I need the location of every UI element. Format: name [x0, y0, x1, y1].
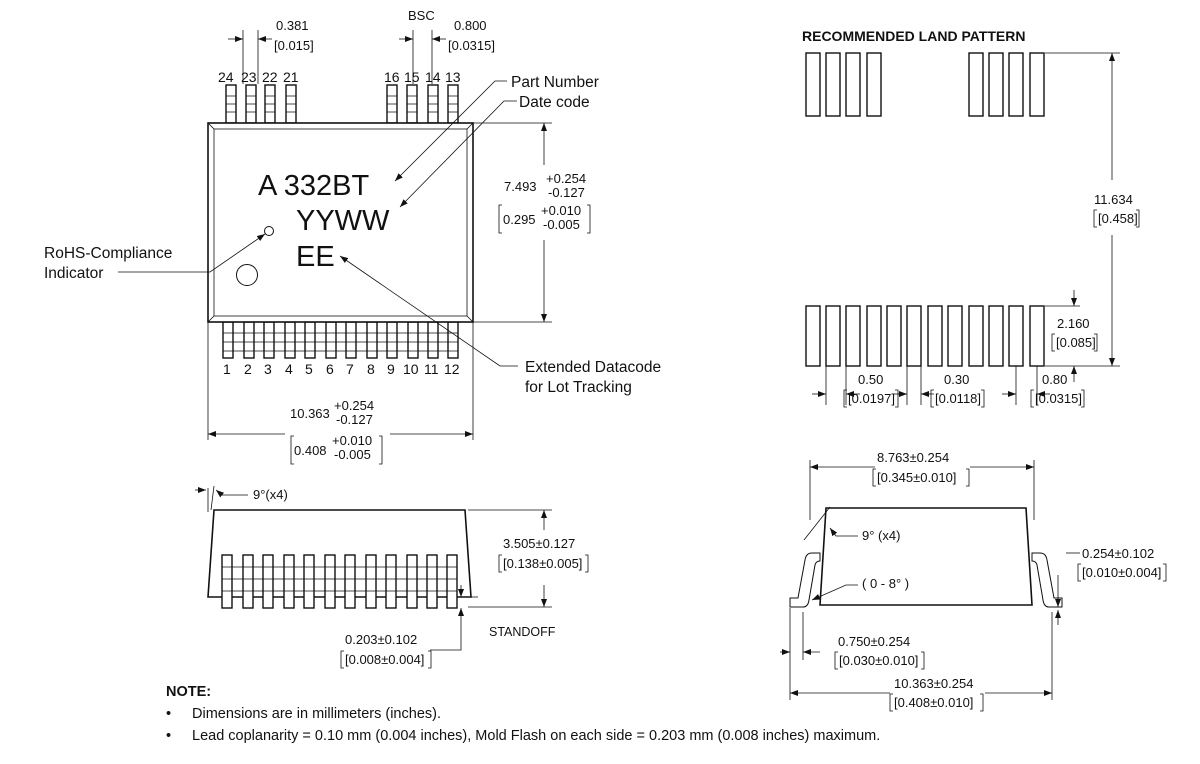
body-height-in-plus: +0.010 — [541, 203, 581, 218]
pin-label: 9 — [387, 361, 395, 377]
pin-label: 23 — [241, 69, 257, 85]
package-body-top — [207, 122, 474, 323]
land-span-mm: 11.634 — [1094, 192, 1133, 207]
land-pitch-mm: 0.80 — [1042, 372, 1067, 387]
land-pad-length-in: [0.085] — [1056, 335, 1096, 350]
package-body-end — [819, 507, 1033, 606]
land-pads-top — [805, 52, 1045, 117]
callout-part-number: Part Number — [511, 74, 599, 91]
body-height-mm: 7.493 — [504, 179, 537, 194]
body-width-mm-minus: -0.127 — [336, 412, 373, 427]
side-height-in: [0.138±0.005] — [503, 556, 582, 571]
land-pads-bottom — [805, 305, 1045, 367]
body-height-mm-plus: +0.254 — [546, 171, 586, 186]
lead-width-in: [0.015] — [274, 38, 314, 53]
lead-width-mm: 0.381 — [276, 18, 309, 33]
land-pad-width-in: [0.0118] — [935, 391, 981, 406]
standoff-mm: 0.203±0.102 — [345, 632, 417, 647]
body-height-mm-minus: -0.127 — [548, 185, 585, 200]
land-pad-length-mm: 2.160 — [1057, 316, 1090, 331]
pin-label: 16 — [384, 69, 400, 85]
marking-line2: YYWW — [296, 205, 390, 237]
body-height-in-minus: -0.005 — [543, 217, 580, 232]
marking-line3: EE — [296, 241, 335, 273]
foot-len-in: [0.030±0.010] — [839, 653, 918, 668]
pin-label: 5 — [305, 361, 313, 377]
notes-list: Dimensions are in millimeters (inches). … — [166, 706, 880, 744]
land-gap-mm: 0.50 — [858, 372, 883, 387]
standoff-in: [0.008±0.004] — [345, 652, 424, 667]
pin-label: 7 — [346, 361, 354, 377]
body-width-in-minus: -0.005 — [334, 447, 371, 462]
pin-label: 15 — [404, 69, 420, 85]
pin-label: 8 — [367, 361, 375, 377]
pin-label: 14 — [425, 69, 441, 85]
pin-label: 22 — [262, 69, 278, 85]
top-leads-lower — [222, 321, 459, 359]
pin1-marker — [236, 264, 258, 286]
pin-label: 10 — [403, 361, 419, 377]
end-view: 8.763±0.254 [0.345±0.010] 9° (x4) ( 0 - … — [780, 450, 1167, 712]
lead-thick-mm: 0.254±0.102 — [1082, 546, 1154, 561]
end-angle: 9° (x4) — [862, 528, 900, 543]
pin-label: 12 — [444, 361, 460, 377]
pin-label: 1 — [223, 361, 231, 377]
bsc-label: BSC — [408, 8, 435, 23]
pin-label: 2 — [244, 361, 252, 377]
package-body-side — [207, 509, 472, 598]
foot-angle: ( 0 - 8° ) — [862, 576, 909, 591]
callout-date-code: Date code — [519, 94, 590, 111]
body-height-in: 0.295 — [503, 212, 536, 227]
end-overall-mm: 10.363±0.254 — [894, 676, 973, 691]
note-item: Lead coplanarity = 0.10 mm (0.004 inches… — [166, 728, 880, 744]
top-view: A 332BT YYWW EE 24 23 22 21 16 15 14 13 … — [44, 8, 661, 465]
pin-label: 3 — [264, 361, 272, 377]
pitch-mm: 0.800 — [454, 18, 487, 33]
callout-extended-line2: for Lot Tracking — [525, 379, 632, 396]
land-pad-width-mm: 0.30 — [944, 372, 969, 387]
callout-rohs-line2: Indicator — [44, 265, 103, 282]
land-pattern: RECOMMENDED LAND PATTERN — [802, 28, 1140, 408]
side-angle: 9°(x4) — [253, 487, 288, 502]
callout-extended-line1: Extended Datacode — [525, 359, 661, 376]
note-item: Dimensions are in millimeters (inches). — [166, 706, 880, 722]
notes-title: NOTE: — [166, 684, 212, 700]
body-width-in: 0.408 — [294, 443, 327, 458]
lead-thick-in: [0.010±0.004] — [1082, 565, 1161, 580]
end-body-width-mm: 8.763±0.254 — [877, 450, 949, 465]
callout-rohs-line1: RoHS-Compliance — [44, 245, 172, 262]
pin-label: 11 — [424, 361, 439, 377]
land-pattern-title: RECOMMENDED LAND PATTERN — [802, 28, 1025, 44]
pin-label: 21 — [283, 69, 299, 85]
side-leads — [221, 554, 458, 609]
pin-label: 6 — [326, 361, 334, 377]
foot-len-mm: 0.750±0.254 — [838, 634, 910, 649]
land-span-in: [0.458] — [1098, 211, 1138, 226]
pitch-in: [0.0315] — [448, 38, 495, 53]
rohs-indicator-dot — [264, 226, 274, 236]
body-width-mm: 10.363 — [290, 406, 330, 421]
body-width-mm-plus: +0.254 — [334, 398, 374, 413]
body-width-in-plus: +0.010 — [332, 433, 372, 448]
notes-block: NOTE: Dimensions are in millimeters (inc… — [166, 684, 880, 750]
pin-label: 24 — [218, 69, 234, 85]
end-body-width-in: [0.345±0.010] — [877, 470, 956, 485]
top-leads-upper — [225, 84, 459, 124]
standoff-label: STANDOFF — [489, 625, 556, 639]
land-pitch-in: [0.0315] — [1035, 391, 1082, 406]
marking-line1: A 332BT — [258, 170, 370, 202]
land-gap-in: [0.0197] — [848, 391, 895, 406]
pin-label: 13 — [445, 69, 461, 85]
end-overall-in: [0.408±0.010] — [894, 695, 973, 710]
side-view: 9°(x4) 3.505±0.127 [0.138±0.005] 0.203±0… — [195, 485, 589, 669]
pin-label: 4 — [285, 361, 293, 377]
side-height-mm: 3.505±0.127 — [503, 536, 575, 551]
